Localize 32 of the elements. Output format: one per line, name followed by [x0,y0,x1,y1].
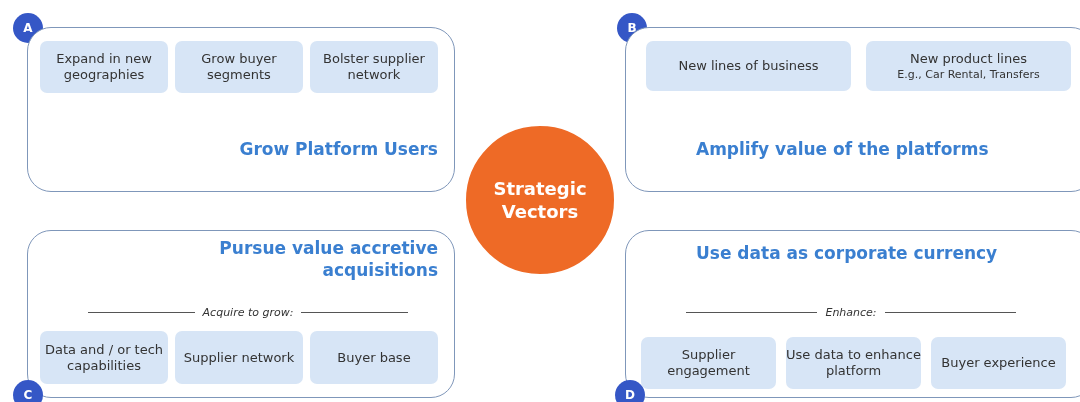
letter-badge: C [13,380,43,402]
item-text: Buyer base [337,349,411,366]
item-card [310,331,438,384]
panel-heading: Amplify value of the platforms [696,138,990,160]
item-text: Data and / or tech capabilities [43,341,165,374]
item-card [641,337,776,389]
section-label: Acquire to grow: [202,306,294,319]
panel-heading: Pursue value accretive acquisitions [218,237,438,281]
item-text: New lines of business [678,58,819,74]
panel-card [625,230,1080,398]
item-card [310,41,438,93]
item-text: Supplier engagement [666,347,751,379]
letter-badge: D [615,380,645,402]
item-card [931,337,1066,389]
item-card [40,331,168,384]
item-text: Grow buyer segments [200,51,278,83]
item-text: Buyer experience [941,355,1056,371]
item-card [40,41,168,93]
item-text: Bolster supplier network [322,51,426,83]
item-text: Use data to enhance platform [786,347,921,379]
item-text: New product lines [910,50,1027,67]
item-card [175,331,303,384]
item-card [646,41,851,91]
panel-heading: Grow Platform Users [238,138,438,160]
item-text: Expand in new geographies [55,51,153,83]
item-text: Supplier network [183,349,295,366]
section-label: Enhance: [825,306,877,319]
example-text: E.g., Car Rental, Transfers [897,66,1040,82]
item-card [866,41,1071,91]
panel-heading: Use data as corporate currency [696,242,999,264]
item-card [786,337,921,389]
item-card [175,41,303,93]
